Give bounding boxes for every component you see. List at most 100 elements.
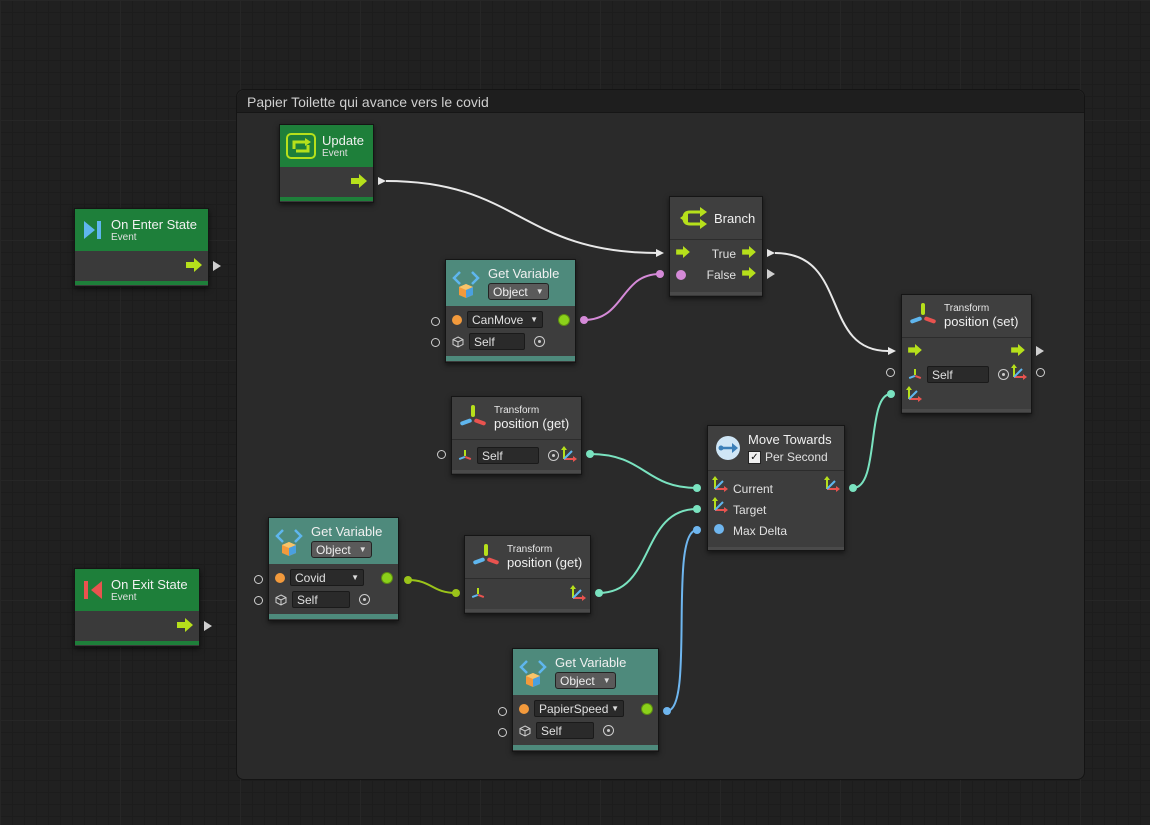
node-subtitle: Event [322, 148, 348, 159]
vector3-output-icon[interactable] [1011, 364, 1027, 380]
node-title: Move Towards [748, 432, 832, 447]
node-title: Update [322, 133, 364, 148]
target-input-port[interactable] [886, 368, 895, 377]
on-enter-state-node[interactable]: On Enter State Event [74, 208, 209, 287]
variable-name-field[interactable]: Covid▼ [290, 569, 364, 586]
flow-input-arrow[interactable] [676, 246, 690, 258]
kind-input-port[interactable] [431, 317, 440, 326]
flow-output-port[interactable] [1036, 346, 1044, 356]
vector3-output-icon[interactable] [824, 476, 840, 492]
value-output-port[interactable] [558, 314, 570, 326]
flow-output-port[interactable] [213, 261, 221, 271]
node-title: position (get) [494, 416, 570, 431]
chevron-down-icon: ▼ [611, 704, 619, 713]
move-towards-node[interactable]: Move Towards ✓ Per Second Current Target… [707, 425, 845, 551]
vector3-output-icon[interactable] [570, 585, 586, 601]
flow-output-arrow[interactable] [351, 174, 367, 188]
chevron-down-icon: ▼ [602, 676, 611, 685]
true-label: True [711, 247, 736, 261]
flow-output-arrow[interactable] [742, 246, 756, 258]
per-second-label: Per Second [765, 450, 828, 464]
chevron-down-icon: ▼ [535, 287, 544, 296]
target-field[interactable]: Self [477, 447, 539, 464]
kind-dropdown[interactable]: Object▼ [555, 672, 616, 689]
target-label: Target [733, 503, 767, 517]
group-title[interactable]: Papier Toilette qui avance vers le covid [237, 90, 1084, 113]
group-frame[interactable]: Papier Toilette qui avance vers le covid [236, 89, 1085, 780]
node-title: Get Variable [555, 655, 627, 670]
gameobject-icon [275, 593, 287, 606]
condition-input-port[interactable] [676, 270, 686, 280]
flow-output-arrow[interactable] [742, 267, 756, 279]
transform-small-icon[interactable] [471, 587, 485, 601]
get-variable-papierspeed-node[interactable]: Get Variable Object▼ PapierSpeed▼ Self [512, 648, 659, 752]
node-subtitle: Event [111, 232, 137, 243]
variable-name-field[interactable]: PapierSpeed▼ [534, 700, 624, 717]
node-subtitle: Event [111, 592, 137, 603]
flow-output-arrow[interactable] [186, 258, 202, 272]
get-variable-canmove-node[interactable]: Get Variable Object▼ CanMove▼ Self [445, 259, 576, 363]
value-output-port[interactable] [641, 703, 653, 715]
node-title: position (get) [507, 555, 583, 570]
chevron-down-icon: ▼ [358, 545, 367, 554]
value-output-port[interactable] [1036, 368, 1045, 377]
variable-type-dot [519, 703, 529, 714]
transform-small-icon [458, 449, 472, 460]
flow-output-port[interactable] [204, 621, 212, 631]
kind-input-port[interactable] [254, 575, 263, 584]
chevron-down-icon: ▼ [530, 315, 538, 324]
vector3-input-icon[interactable] [712, 476, 728, 492]
node-category: Transform [944, 303, 990, 314]
node-category: Transform [507, 544, 553, 555]
update-event-node[interactable]: Update Event [279, 124, 374, 203]
target-picker-icon[interactable] [603, 725, 614, 736]
target-picker-icon[interactable] [548, 450, 559, 461]
chevron-down-icon: ▼ [351, 573, 359, 582]
target-field[interactable]: Self [469, 333, 525, 350]
transform-icon [460, 405, 486, 426]
variable-icon [452, 271, 480, 298]
node-title: Branch [714, 210, 756, 226]
branch-node[interactable]: Branch True False [669, 196, 763, 297]
target-picker-icon[interactable] [998, 369, 1009, 380]
vector3-output-icon[interactable] [561, 446, 577, 462]
variable-type-dot [452, 314, 462, 325]
target-picker-icon[interactable] [359, 594, 370, 605]
kind-dropdown[interactable]: Object▼ [311, 541, 372, 558]
vector3-input-icon[interactable] [906, 386, 922, 402]
target-input-port[interactable] [437, 450, 446, 459]
transform-icon [910, 303, 936, 324]
per-second-checkbox[interactable]: ✓ [748, 450, 761, 464]
max-delta-label: Max Delta [733, 524, 788, 538]
variable-name-field[interactable]: CanMove▼ [467, 311, 543, 328]
false-output-port[interactable] [767, 269, 775, 279]
transform-icon [473, 544, 499, 565]
target-input-port[interactable] [498, 728, 507, 737]
kind-dropdown[interactable]: Object▼ [488, 283, 549, 300]
on-exit-state-node[interactable]: On Exit State Event [74, 568, 200, 647]
target-input-port[interactable] [431, 338, 440, 347]
move-towards-icon [716, 436, 740, 460]
variable-icon [275, 529, 303, 556]
flow-output-arrow[interactable] [1011, 344, 1025, 356]
transform-position-get-node-2[interactable]: Transform position (get) [464, 535, 591, 614]
node-title: position (set) [944, 314, 1019, 329]
target-input-port[interactable] [254, 596, 263, 605]
kind-input-port[interactable] [498, 707, 507, 716]
transform-position-set-node[interactable]: Transform position (set) Self [901, 294, 1032, 414]
target-picker-icon[interactable] [534, 336, 545, 347]
target-field[interactable]: Self [292, 591, 350, 608]
node-category: Transform [494, 405, 540, 416]
vector3-input-icon[interactable] [712, 497, 728, 513]
target-field[interactable]: Self [536, 722, 594, 739]
variable-type-dot [275, 572, 285, 583]
value-output-port[interactable] [381, 572, 393, 584]
get-variable-covid-node[interactable]: Get Variable Object▼ Covid▼ Self [268, 517, 399, 621]
transform-small-icon [908, 368, 922, 379]
target-field[interactable]: Self [927, 366, 989, 383]
max-delta-input-port[interactable] [714, 524, 724, 534]
flow-output-arrow[interactable] [177, 618, 193, 632]
gameobject-icon [452, 335, 464, 348]
flow-input-arrow[interactable] [908, 344, 922, 356]
transform-position-get-node[interactable]: Transform position (get) Self [451, 396, 582, 475]
